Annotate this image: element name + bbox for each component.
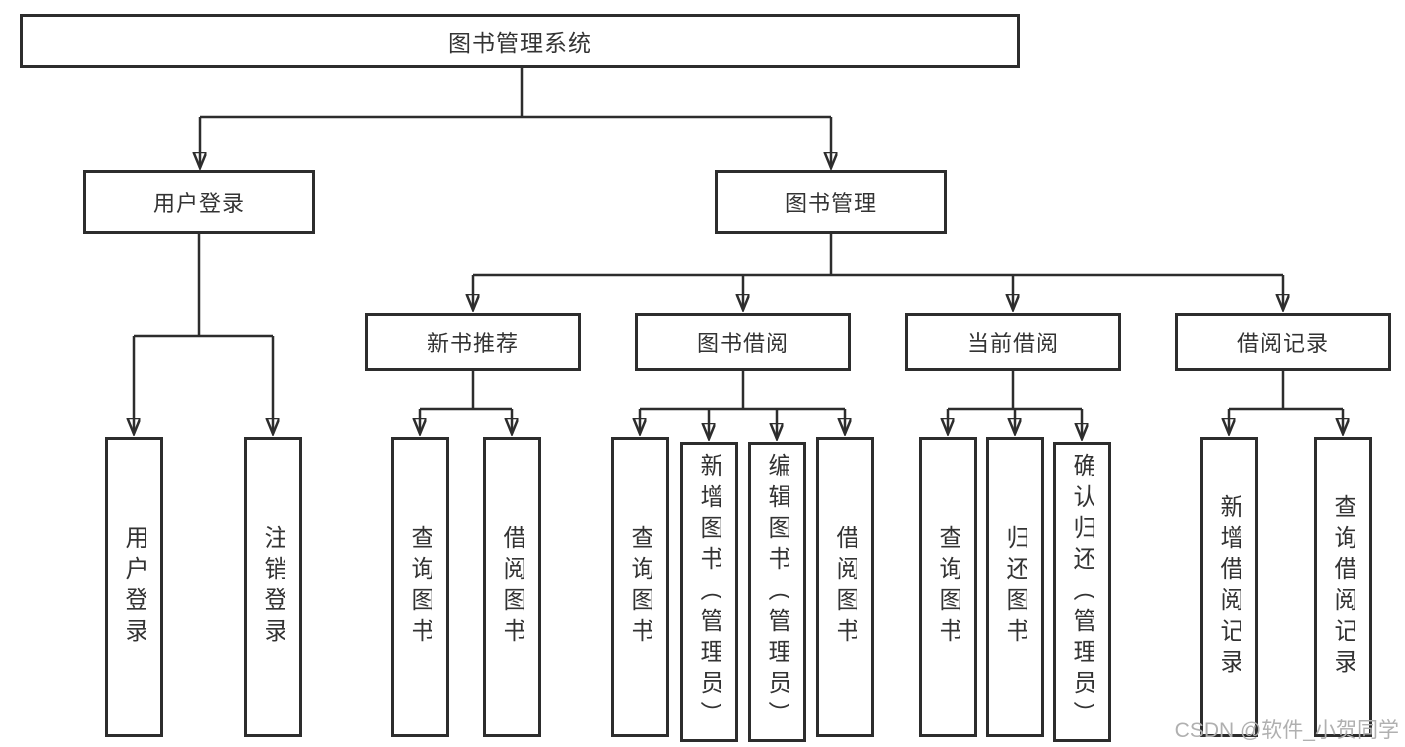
node-add-borrow-record: 新增借阅记录 [1200, 437, 1258, 737]
node-label: 归还图书 [1003, 525, 1027, 649]
node-return-books: 归还图书 [986, 437, 1044, 737]
node-borrow-books-recommend: 借阅图书 [483, 437, 541, 737]
node-label: 查询借阅记录 [1331, 494, 1355, 680]
node-label: 查询图书 [628, 525, 652, 649]
node-label: 当前借阅 [966, 331, 1059, 356]
node-confirm-return-admin: 确认归还（管理员） [1053, 442, 1111, 742]
node-label: 用户登录 [152, 191, 245, 216]
node-current-borrowing: 当前借阅 [905, 313, 1121, 371]
node-label: 确认归还（管理员） [1070, 452, 1094, 732]
node-library-management-system: 图书管理系统 [20, 14, 1020, 68]
node-label: 借阅图书 [833, 525, 857, 649]
node-logout: 注销登录 [244, 437, 302, 737]
node-label: 新书推荐 [426, 331, 519, 356]
node-label: 查询图书 [408, 525, 432, 649]
node-label: 用户登录 [122, 525, 146, 649]
node-label: 借阅记录 [1236, 331, 1329, 356]
node-query-borrow-record: 查询借阅记录 [1314, 437, 1372, 737]
node-label: 查询图书 [936, 525, 960, 649]
node-label: 图书借阅 [696, 331, 789, 356]
node-user-login-leaf: 用户登录 [105, 437, 163, 737]
node-label: 图书管理系统 [448, 30, 592, 56]
node-edit-book-admin: 编辑图书（管理员） [748, 442, 806, 742]
node-user-login: 用户登录 [83, 170, 315, 234]
node-label: 新增图书（管理员） [697, 452, 721, 732]
node-borrowing-records: 借阅记录 [1175, 313, 1391, 371]
node-new-book-recommend: 新书推荐 [365, 313, 581, 371]
node-query-books-borrowing: 查询图书 [611, 437, 669, 737]
node-query-books-current: 查询图书 [919, 437, 977, 737]
node-query-books-recommend: 查询图书 [391, 437, 449, 737]
node-label: 新增借阅记录 [1217, 494, 1241, 680]
node-book-borrowing: 图书借阅 [635, 313, 851, 371]
node-label: 图书管理 [784, 191, 877, 216]
node-borrow-books-leaf: 借阅图书 [816, 437, 874, 737]
node-label: 编辑图书（管理员） [765, 452, 789, 732]
node-label: 借阅图书 [500, 525, 524, 649]
node-add-book-admin: 新增图书（管理员） [680, 442, 738, 742]
node-label: 注销登录 [261, 525, 285, 649]
csdn-watermark: CSDN @软件_小贺同学 [1174, 719, 1399, 742]
node-book-management: 图书管理 [715, 170, 947, 234]
